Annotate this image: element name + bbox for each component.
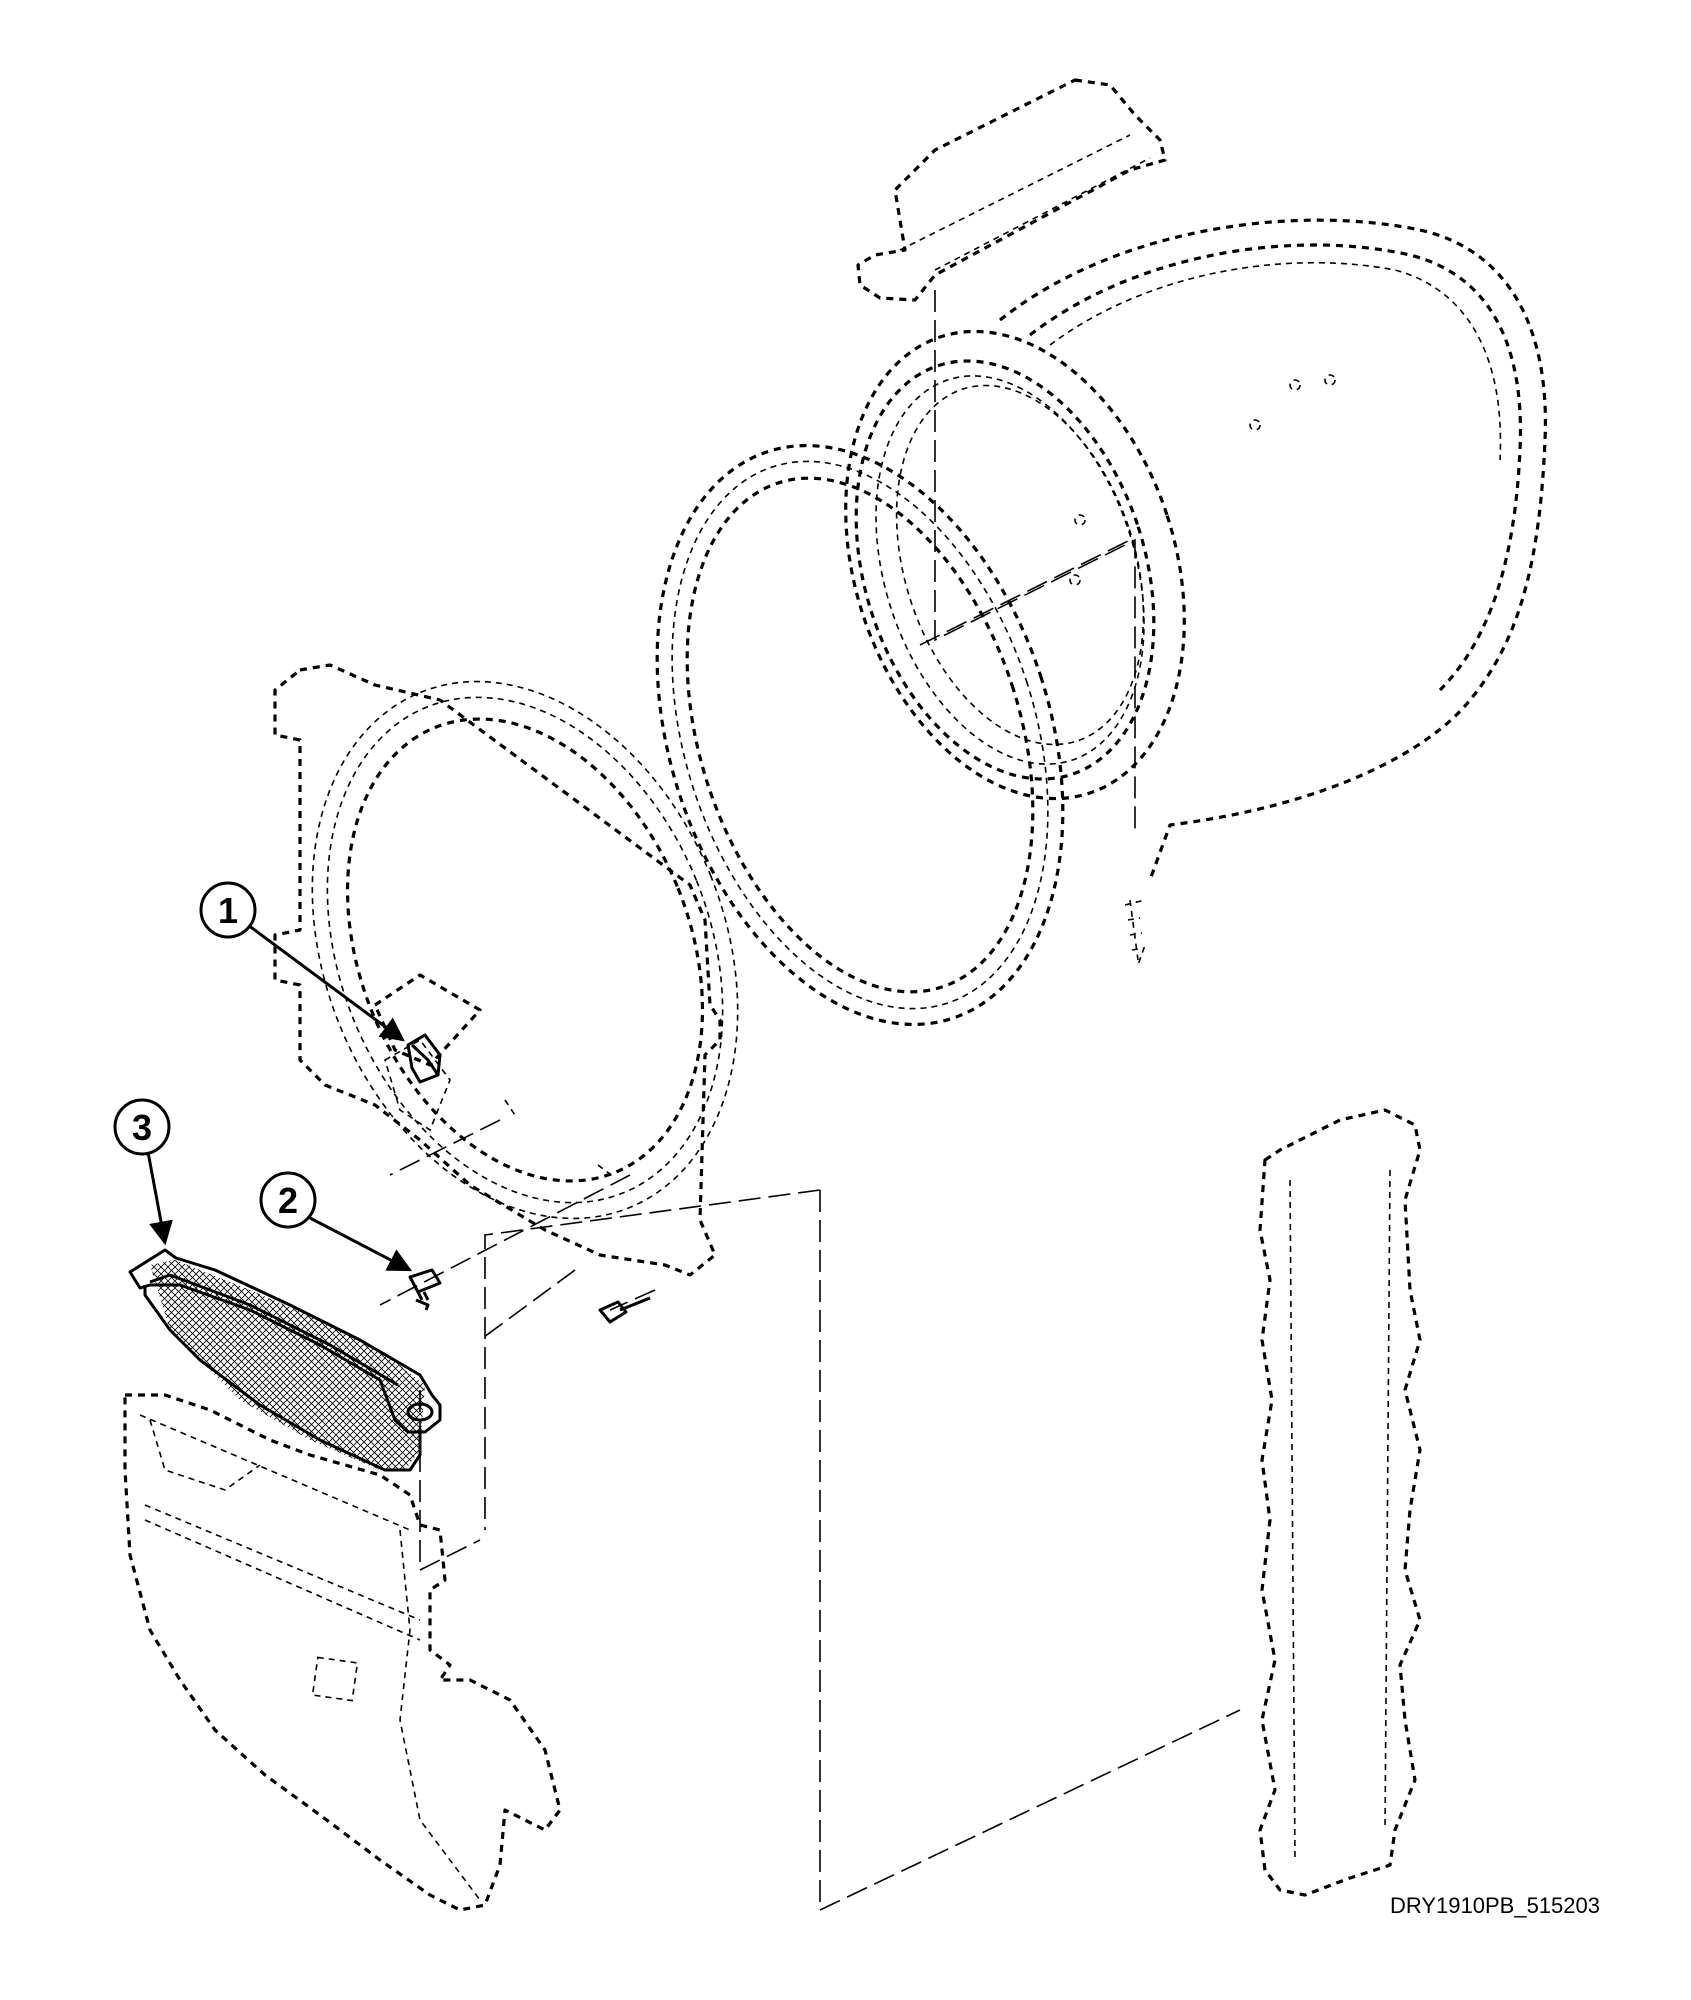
alignment-guides (379, 290, 1241, 1912)
lint-filter-part[interactable] (128, 1248, 442, 1472)
side-panel-ghost (1258, 1108, 1422, 1897)
drum-seal-ghost (655, 443, 1065, 1027)
sensor-part[interactable] (406, 1033, 442, 1084)
callout-2: 2 (259, 1171, 413, 1272)
callout-3: 3 (113, 1098, 173, 1246)
callout-3-label: 3 (132, 1107, 152, 1148)
ghost-screws (504, 899, 1146, 1324)
drum-ghost (844, 218, 1548, 881)
callout-2-label: 2 (278, 1180, 298, 1221)
callout-1: 1 (199, 881, 405, 1042)
screw-part[interactable] (408, 1268, 442, 1311)
bulkhead-screw-icon (598, 1300, 628, 1324)
front-bulkhead-ghost (273, 663, 739, 1277)
lower-duct-ghost (123, 1393, 562, 1912)
callout-1-label: 1 (218, 890, 238, 931)
top-duct-ghost (856, 78, 1167, 302)
drawing-code: DRY1910PB_515203 (1390, 1893, 1600, 1918)
